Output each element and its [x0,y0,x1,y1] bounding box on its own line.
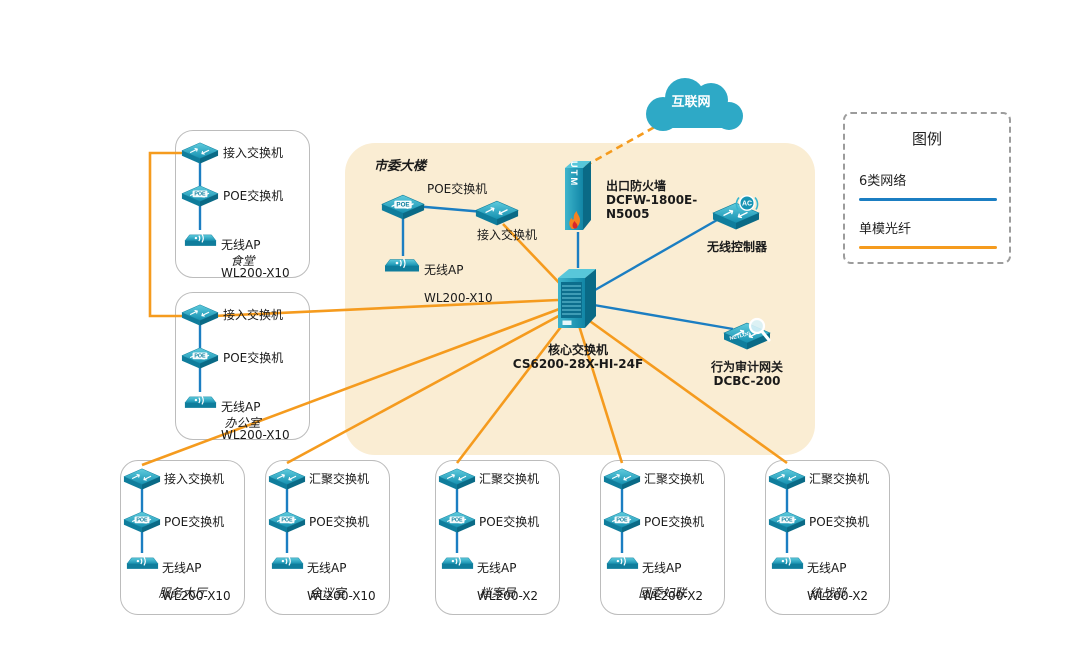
ap-model: WL200-X10 [221,428,290,442]
ap-name: 无线AP [424,263,464,277]
poe-switch-label-meeting-room: POE交换机 [309,515,370,529]
wireless-ap-icon-service-hall [126,551,159,573]
group-name-archives: 档案局 [479,586,516,600]
internet-cloud-icon [646,78,743,131]
firewall-label: 出口防火墙 DCFW-1800E- N5005 [606,179,698,221]
ap-name: 无线AP [221,400,261,414]
ap-model: WL200-X10 [424,291,493,305]
core-switch-label: 核心交换机 CS6200-28X-HI-24F [512,343,644,371]
poe-switch-icon-youth-league [603,511,641,533]
wireless-ap-label-main: 无线AP WL200-X10 [424,249,493,319]
poe-switch-label-youth-league: POE交换机 [644,515,705,529]
legend-box: 图例 6类网络 单模光纤 [843,112,1011,264]
poe-switch-icon-united-front [768,511,806,533]
access-switch-label-service-hall: 接入交换机 [164,472,225,486]
internet-label: 互联网 [671,95,711,110]
ap-name: 无线AP [807,561,847,575]
wireless-controller-icon [711,194,761,230]
core-switch-icon [554,266,600,332]
ap-name: 无线AP [221,238,261,252]
ap-model: WL200-X10 [307,589,376,603]
access-switch-icon-service-hall [123,468,161,490]
access-switch-label-office: 接入交换机 [223,308,284,322]
wireless-ap-label-united-front: 无线AP WL200-X2 [807,547,868,617]
audit-gateway-icon [720,314,774,352]
wireless-ap-icon-united-front [771,551,804,573]
wireless-ap-icon-office [184,390,217,412]
poe-switch-icon-meeting-room [268,511,306,533]
wireless-controller-label: 无线控制器 [706,240,767,254]
ap-name: 无线AP [162,561,202,575]
wireless-ap-icon-archives [441,551,474,573]
legend-cat6-line-sample [859,198,997,201]
group-name-canteen: 食堂 [230,254,255,268]
poe-switch-label-archives: POE交换机 [479,515,540,529]
wireless-ap-icon-main [384,252,420,276]
wireless-ap-icon-youth-league [606,551,639,573]
poe-switch-label-office: POE交换机 [223,351,284,365]
legend-fiber-label: 单模光纤 [859,222,912,237]
access-switch-label-main: 接入交换机 [477,228,538,242]
poe-switch-label-main: POE交换机 [427,182,488,196]
aggregation-switch-label-united-front: 汇聚交换机 [809,472,870,486]
poe-switch-label-united-front: POE交换机 [809,515,870,529]
wireless-ap-label-meeting-room: 无线AP WL200-X10 [307,547,376,617]
firewall-icon [560,158,596,236]
ap-model: WL200-X2 [642,589,704,603]
group-name-service-hall: 服务大厅 [158,586,207,600]
ap-name: 无线AP [477,561,517,575]
legend-cat6-label: 6类网络 [859,174,907,189]
wireless-ap-label-youth-league: 无线AP WL200-X2 [642,547,703,617]
wireless-ap-label-archives: 无线AP WL200-X2 [477,547,538,617]
legend-fiber-line-sample [859,246,997,249]
ap-name: 无线AP [307,561,347,575]
aggregation-switch-icon-youth-league [603,468,641,490]
ap-model: WL200-X2 [477,589,539,603]
wireless-ap-label-canteen: 无线AP WL200-X10 [221,224,290,294]
wireless-ap-icon-canteen [184,228,217,250]
aggregation-switch-label-youth-league: 汇聚交换机 [644,472,705,486]
poe-switch-icon-canteen [181,185,219,207]
group-name-youth-league: 团委妇联 [638,586,687,600]
group-name-meeting-room: 会议室 [309,586,346,600]
ap-model: WL200-X10 [162,589,231,603]
poe-switch-icon-service-hall [123,511,161,533]
wireless-ap-label-service-hall: 无线AP WL200-X10 [162,547,231,617]
aggregation-switch-icon-united-front [768,468,806,490]
aggregation-switch-icon-archives [438,468,476,490]
poe-switch-label-canteen: POE交换机 [223,189,284,203]
wireless-ap-icon-meeting-room [271,551,304,573]
access-switch-icon-office [181,304,219,326]
poe-switch-icon-main [381,194,425,220]
aggregation-switch-label-archives: 汇聚交换机 [479,472,540,486]
access-switch-icon-canteen [181,142,219,164]
poe-switch-label-service-hall: POE交换机 [164,515,225,529]
wireless-ap-label-office: 无线AP WL200-X10 [221,386,290,456]
poe-switch-icon-office [181,347,219,369]
aggregation-switch-label-meeting-room: 汇聚交换机 [309,472,370,486]
group-name-united-front: 统战部 [809,586,846,600]
ap-model: WL200-X10 [221,266,290,280]
main-building-name: 市委大楼 [374,159,427,174]
audit-gateway-label: 行为审计网关 DCBC-200 [710,360,783,388]
access-switch-label-canteen: 接入交换机 [223,146,284,160]
aggregation-switch-icon-meeting-room [268,468,306,490]
legend-title: 图例 [911,130,942,148]
group-name-office: 办公室 [224,416,261,430]
poe-switch-icon-archives [438,511,476,533]
ap-model: WL200-X2 [807,589,869,603]
access-switch-icon-main [475,200,519,226]
ap-name: 无线AP [642,561,682,575]
